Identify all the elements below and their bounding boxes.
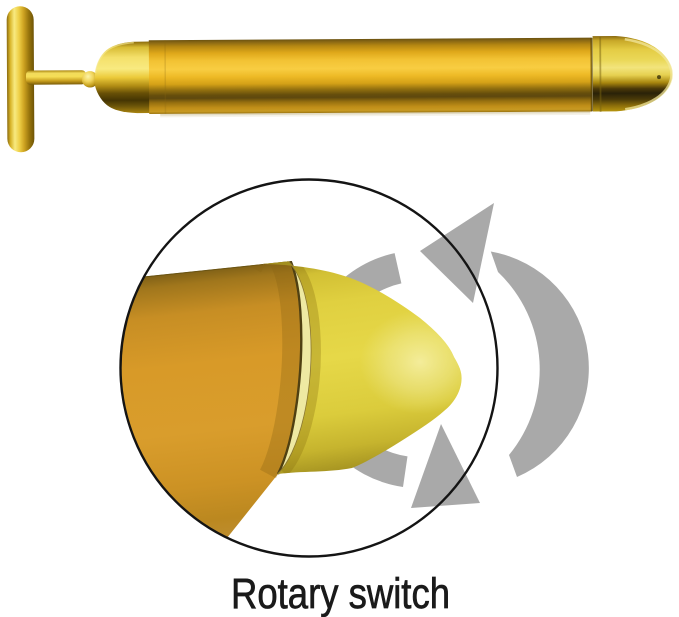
svg-text:Rotary switch: Rotary switch — [231, 570, 450, 617]
